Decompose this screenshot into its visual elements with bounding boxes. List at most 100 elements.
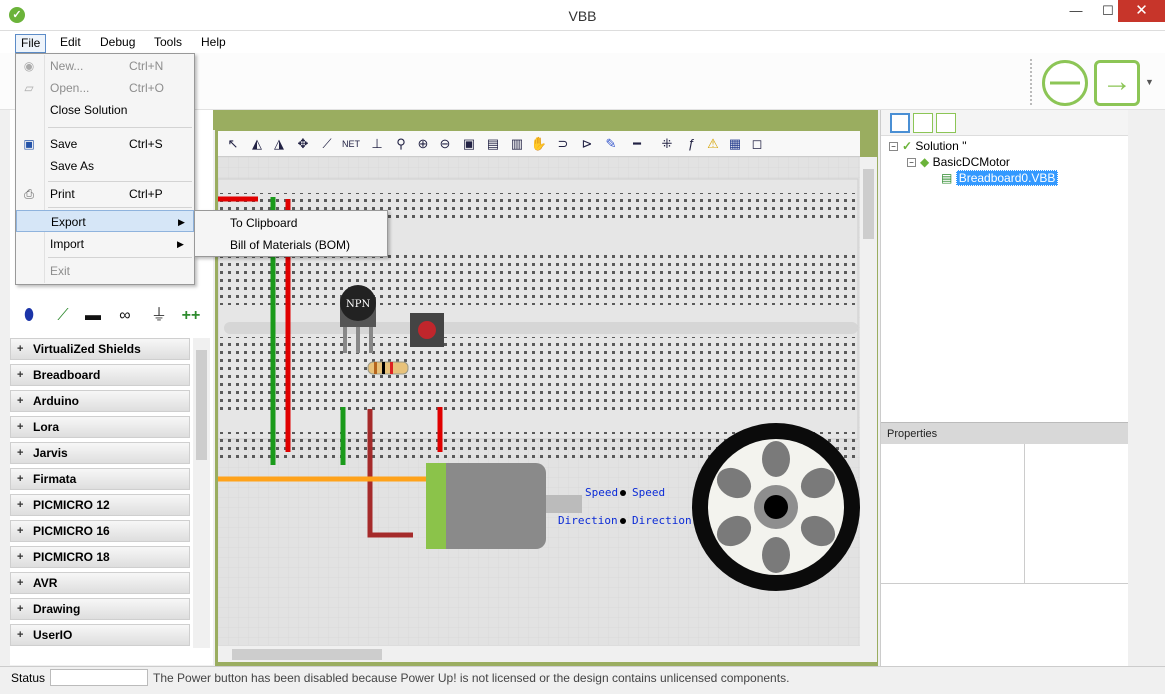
menu-separator	[48, 257, 192, 258]
diode-icon[interactable]: ⟋	[57, 307, 69, 324]
dc-motor[interactable]	[426, 463, 546, 549]
maximize-button[interactable]: ☐	[1102, 3, 1114, 18]
menu-tools[interactable]: Tools	[154, 35, 183, 49]
capacitor-icon[interactable]: ⬮	[23, 307, 35, 324]
toolbar-divider	[1030, 59, 1032, 105]
menu-help[interactable]: Help	[201, 35, 226, 49]
expand-icon: +	[17, 577, 24, 589]
menu-save-as[interactable]: Save As	[50, 159, 95, 173]
solution-toolbar	[881, 110, 1129, 136]
zoom-out-icon[interactable]: ⊖	[439, 136, 451, 151]
split-view-icon[interactable]	[913, 113, 933, 133]
junction-icon[interactable]: ⊥	[371, 136, 383, 151]
warning-icon[interactable]: ⚠	[707, 136, 719, 151]
category-item[interactable]: +Lora	[10, 416, 190, 438]
category-item[interactable]: +AVR	[10, 572, 190, 594]
new-icon: ◉	[23, 59, 35, 73]
horizontal-scroll-thumb[interactable]	[232, 649, 382, 660]
properties-divider[interactable]	[1024, 444, 1025, 584]
menu-exit[interactable]: Exit	[50, 264, 71, 278]
expand-icon: +	[17, 343, 24, 355]
zoom-icon[interactable]: ⚲	[396, 136, 406, 151]
menu-export[interactable]: Export ▶	[16, 210, 194, 232]
hand-icon[interactable]: ✋	[530, 136, 548, 151]
chip-icon[interactable]: ▦	[728, 136, 742, 151]
file-menu-dropdown: ◉ New... Ctrl+N ▱ Open... Ctrl+O Close S…	[15, 53, 195, 285]
tree-file[interactable]: ▤ Breadboard0.VBB	[941, 170, 1059, 186]
minimize-button[interactable]: —	[1069, 3, 1083, 18]
rotate-right-icon[interactable]: ◮	[274, 136, 284, 151]
menu-bar: File Edit Debug Tools Help	[0, 31, 1165, 53]
category-item[interactable]: +Arduino	[10, 390, 190, 412]
expand-icon: +	[17, 447, 24, 459]
category-list: +VirtualiZed Shields +Breadboard +Arduin…	[10, 338, 210, 650]
run-arrow-icon[interactable]: →	[1094, 60, 1140, 106]
submenu-bom[interactable]: Bill of Materials (BOM)	[230, 238, 351, 252]
zoom-fit-icon[interactable]: ▣	[462, 136, 476, 151]
npn-transistor[interactable]	[340, 285, 376, 321]
triple-view-icon[interactable]	[936, 113, 956, 133]
category-item[interactable]: +PICMICRO 16	[10, 520, 190, 542]
category-item[interactable]: +Jarvis	[10, 442, 190, 464]
direction-label-right: Direction	[632, 514, 692, 527]
tree-root[interactable]: −✓ Solution ''	[889, 138, 967, 154]
submenu-arrow-icon: ▶	[177, 239, 184, 249]
wire-icon[interactable]: ⟋	[322, 136, 332, 151]
zoom-in-icon[interactable]: ⊕	[417, 136, 429, 151]
tree-project[interactable]: −◆ BasicDCMotor	[907, 154, 1010, 170]
zoom-area-icon[interactable]: ▥	[510, 136, 524, 151]
select-nodes-icon[interactable]: ⁜	[661, 136, 673, 151]
vbb-logo-icon: ✓	[9, 7, 25, 23]
line-style-icon[interactable]: ━	[633, 136, 641, 151]
terminal-block-icon[interactable]: ++	[181, 307, 201, 324]
category-item[interactable]: +Drawing	[10, 598, 190, 620]
submenu-to-clipboard[interactable]: To Clipboard	[230, 216, 298, 230]
gate-icon[interactable]: ⊃	[557, 136, 569, 151]
menu-import[interactable]: Import ▶	[16, 233, 194, 255]
canvas-vertical-scrollbar[interactable]	[860, 157, 877, 662]
submenu-arrow-icon: ▶	[178, 217, 185, 227]
net-icon[interactable]: NET	[342, 139, 360, 149]
single-view-icon[interactable]	[890, 113, 910, 133]
menu-close-solution[interactable]: Close Solution	[50, 103, 128, 117]
menu-gutter	[44, 55, 45, 283]
chevron-down-icon[interactable]: ▼	[1145, 77, 1154, 87]
gate-out-icon[interactable]: ⊳	[581, 136, 593, 151]
function-icon[interactable]: ƒ	[687, 136, 695, 151]
category-item[interactable]: +UserIO	[10, 624, 190, 646]
close-button[interactable]: ✕	[1118, 0, 1165, 22]
toolbox-scroll-thumb[interactable]	[196, 350, 207, 460]
menu-save[interactable]: ▣ Save Ctrl+S	[16, 133, 194, 155]
menu-file[interactable]: File	[15, 34, 47, 53]
menu-debug[interactable]: Debug	[100, 35, 136, 49]
zoom-page-icon[interactable]: ▤	[486, 136, 500, 151]
status-message: The Power button has been disabled becau…	[153, 671, 790, 685]
collapse-icon[interactable]: −	[907, 158, 916, 168]
pointer-icon[interactable]: ↖	[227, 136, 239, 151]
collapse-icon[interactable]: −	[889, 142, 898, 152]
export-submenu: To Clipboard Bill of Materials (BOM)	[194, 210, 388, 257]
menu-edit[interactable]: Edit	[60, 35, 81, 49]
category-item[interactable]: +Breadboard	[10, 364, 190, 386]
vertical-scroll-thumb[interactable]	[863, 169, 874, 239]
right-scrollbar[interactable]	[1128, 110, 1145, 666]
menu-print[interactable]: ⎙ Print Ctrl+P	[16, 183, 194, 205]
regulator-icon[interactable]: ⏚	[150, 307, 167, 324]
menu-open[interactable]: ▱ Open... Ctrl+O	[16, 77, 194, 99]
solution-icon: ✓	[902, 139, 913, 153]
resistor[interactable]	[367, 361, 409, 375]
status-bar: Status The Power button has been disable…	[0, 666, 1165, 694]
category-item[interactable]: +PICMICRO 18	[10, 546, 190, 568]
canvas-horizontal-scrollbar[interactable]	[218, 645, 860, 662]
move-icon[interactable]: ✥	[297, 136, 309, 151]
header-icon[interactable]: ▬	[85, 307, 101, 324]
category-item[interactable]: +VirtualiZed Shields	[10, 338, 190, 360]
menu-new[interactable]: ◉ New... Ctrl+N	[16, 55, 194, 77]
category-item[interactable]: +PICMICRO 12	[10, 494, 190, 516]
category-item[interactable]: +Firmata	[10, 468, 190, 490]
stop-icon[interactable]: —	[1042, 60, 1088, 106]
rotate-left-icon[interactable]: ◭	[252, 136, 262, 151]
page-icon[interactable]: ◻	[751, 136, 763, 151]
pen-icon[interactable]: ✎	[605, 136, 617, 151]
crystal-icon[interactable]: ∞	[119, 307, 131, 324]
